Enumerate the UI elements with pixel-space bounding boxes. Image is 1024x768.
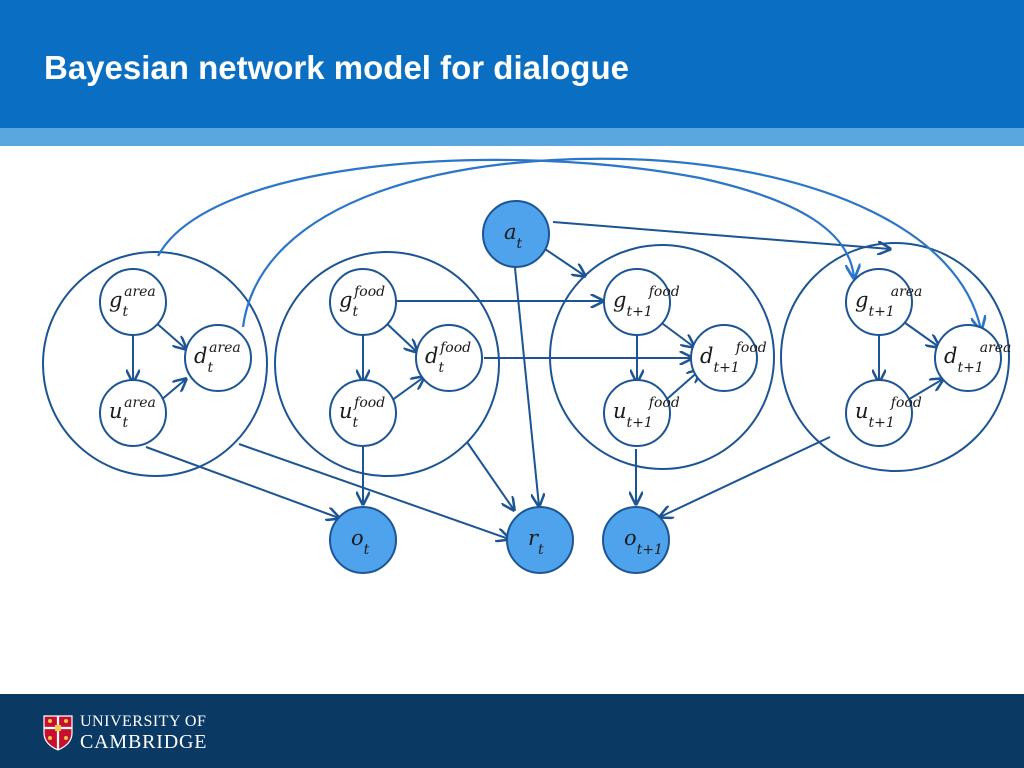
university-logo-line1: UNIVERSITY OF [80, 713, 207, 730]
node-label: ut+1food [855, 395, 922, 431]
nodes: gtarea dtarea utarea gtfood dtfood utfood gt+1… [99, 200, 1011, 574]
node-o-t: ot [329, 506, 397, 574]
node-label: utfood [339, 395, 385, 431]
node-g-t-food: gtfood [329, 268, 397, 336]
node-u-t-food: utfood [329, 379, 397, 447]
edge-a-r [514, 267, 539, 506]
title-bar [0, 0, 1024, 128]
edge-u-area-o [145, 446, 339, 518]
university-logo: UNIVERSITY OF CAMBRIDGE [80, 712, 207, 752]
cambridge-crest-icon [43, 715, 73, 751]
node-label: gtarea [109, 284, 156, 320]
edge-g-d-area-t1 [900, 319, 939, 347]
cluster-food-t [274, 251, 500, 477]
node-u-t1-area: ut+1food [845, 379, 922, 447]
node-g-t1-area: gt+1area [845, 268, 922, 336]
edge-a-g-area-t1 [552, 221, 890, 249]
node-label: rt [528, 526, 544, 558]
node-d-t-food: dtfood [415, 324, 483, 392]
footer-bar [0, 694, 1024, 768]
node-label: utarea [109, 395, 156, 431]
node-d-t1-area: dt+1area [934, 324, 1011, 392]
node-r-t: rt [506, 506, 574, 574]
node-g-t1-food: gt+1food [603, 268, 680, 336]
edge-area-t1-o-t1 [660, 436, 831, 517]
node-label: dtarea [194, 340, 241, 376]
node-label: gtfood [339, 284, 385, 320]
slide-title: Bayesian network model for dialogue [44, 49, 629, 86]
node-o-t1: ot+1 [602, 506, 670, 574]
node-a-t: at [482, 200, 550, 268]
node-label: dt+1area [944, 340, 1011, 376]
node-label: dt+1food [700, 340, 767, 376]
node-label: gt+1area [855, 284, 922, 320]
title-bar-stripe [0, 128, 1024, 146]
node-label: dtfood [425, 340, 471, 376]
node-label: ot+1 [624, 526, 663, 558]
node-d-t-area: dtarea [184, 324, 252, 392]
edge-g-d-food-t1 [658, 320, 694, 347]
edge-g-d-area-t [153, 320, 186, 349]
node-g-t-area: gtarea [99, 268, 167, 336]
bayesian-network-diagram: gtarea dtarea utarea gtfood dtfood utfood gt+1… [42, 157, 1011, 574]
cluster-area-t1 [780, 242, 1010, 472]
node-label: ut+1food [613, 395, 680, 431]
edge-d-area-t-t1 [241, 157, 981, 330]
node-label: at [504, 220, 523, 252]
node-label: ot [351, 526, 370, 558]
node-u-t-area: utarea [99, 379, 167, 447]
temporal-area-arcs [157, 157, 981, 330]
university-logo-line2: CAMBRIDGE [80, 731, 208, 753]
cluster-area-t [42, 251, 268, 477]
edge-area-t-r [238, 443, 509, 539]
edge-g-d-food-t [383, 320, 417, 352]
edge-a-g-food-t1 [544, 248, 585, 276]
edge-food-t-r [466, 441, 514, 510]
node-u-t1-food: ut+1food [603, 379, 680, 447]
edge-g-area-t-t1 [157, 158, 854, 278]
node-d-t1-food: dt+1food [690, 324, 767, 392]
node-label: gt+1food [613, 284, 680, 320]
